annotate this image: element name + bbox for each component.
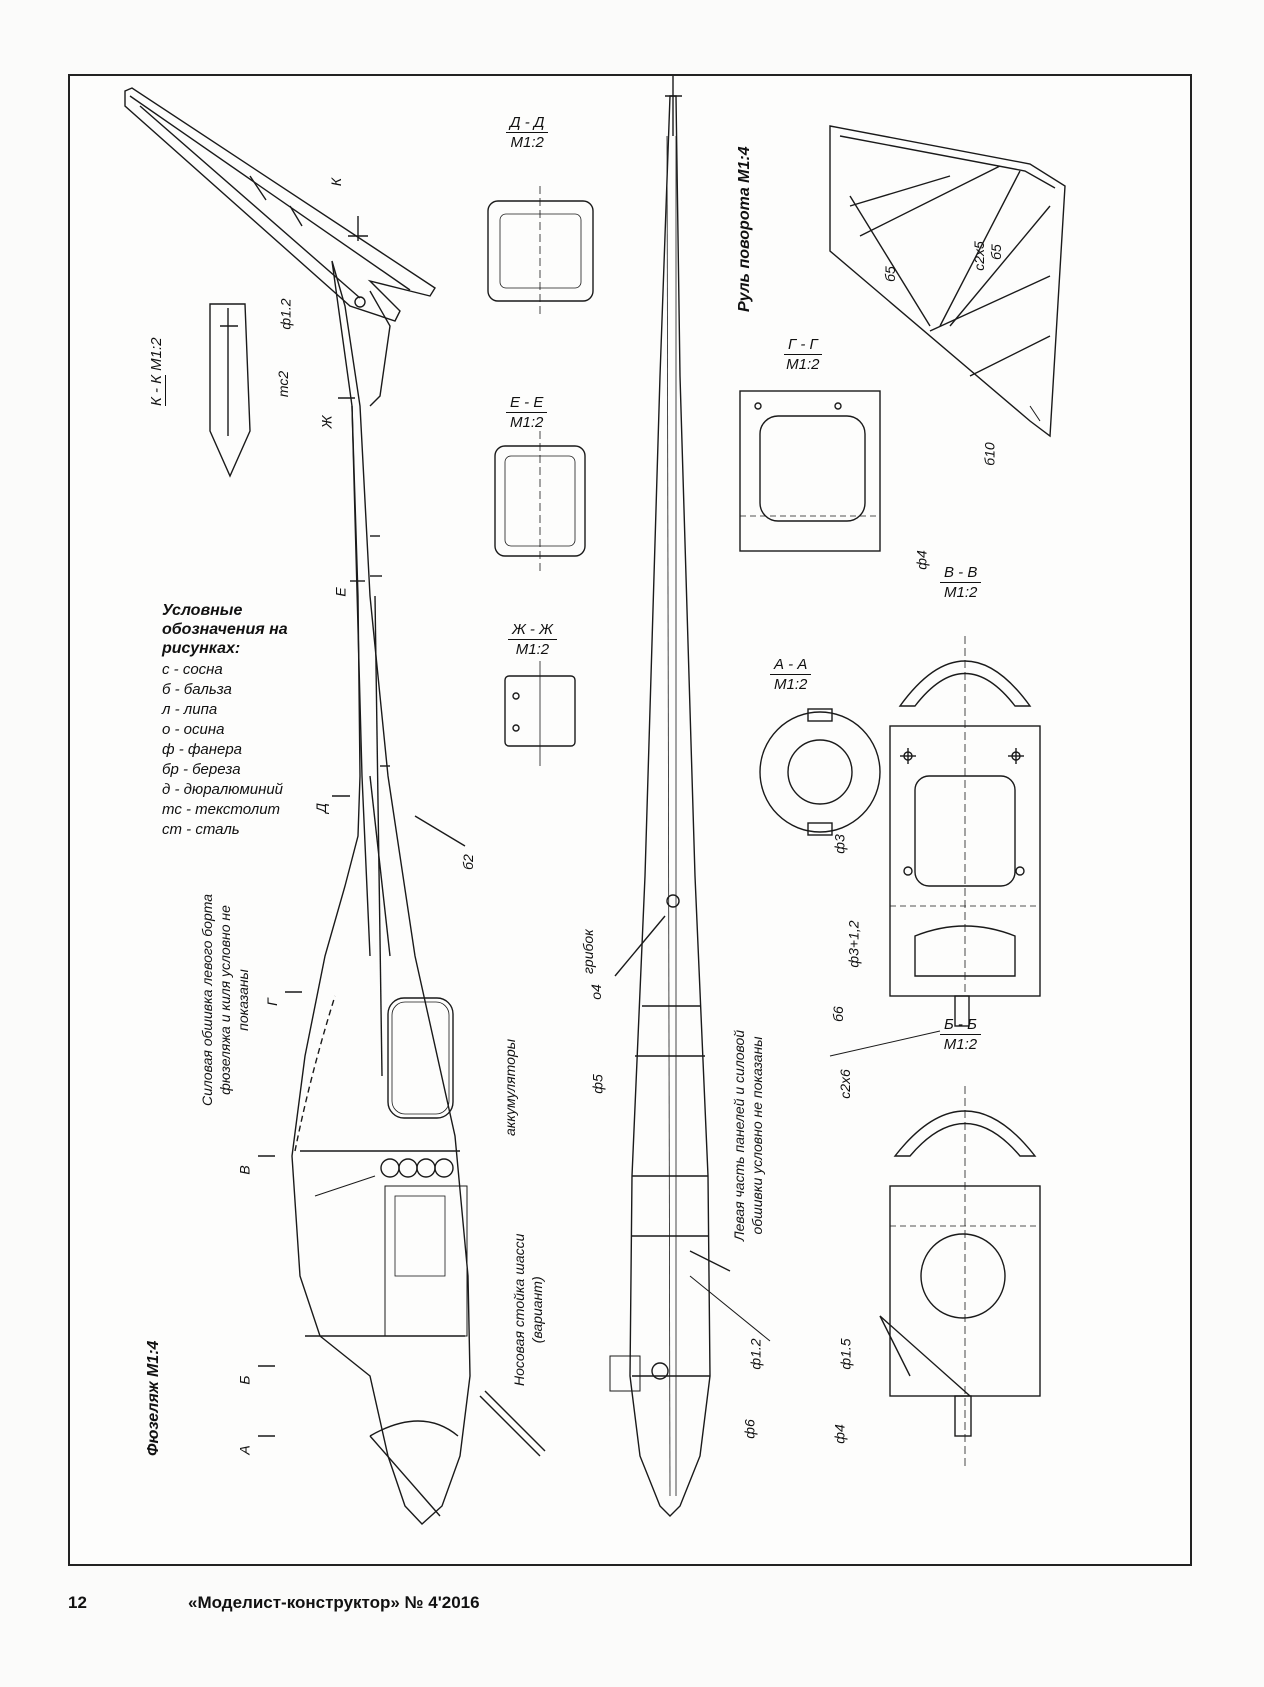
material-label: ф3 [831, 834, 848, 854]
section-bb-view [879, 1086, 1041, 1466]
legend-item: б - бальза [162, 681, 232, 698]
section-name: Г - Г [784, 336, 822, 355]
section-label-zhzh: Ж - Ж М1:2 [508, 621, 557, 658]
cut-label-d: Д [312, 803, 329, 813]
cut-label-g: Г [263, 998, 280, 1006]
section-name: Д - Д [506, 114, 549, 133]
panel-note: Левая часть панелей и силовой обшивки ус… [730, 1030, 766, 1241]
legend-item: тс - текстолит [162, 801, 281, 818]
cut-label-v: В [236, 1165, 253, 1175]
cut-label-k: К [328, 177, 345, 187]
section-vv-view [889, 636, 1041, 1027]
drawing-frame: Условные обозначения на рисунках: с - со… [68, 74, 1192, 1566]
section-scale: М1:2 [943, 1036, 978, 1053]
material-label: ф1.5 [837, 1338, 854, 1370]
skin-note-line: показаны [235, 969, 251, 1031]
material-label: б10 [981, 442, 998, 466]
material-label: с2х5 [970, 241, 987, 271]
legend-title: Условные обозначения на рисунках: [162, 602, 288, 657]
skin-note: Силовая обшивка левого борта фюзеляжа и … [198, 894, 252, 1106]
section-name: Е - Е [506, 394, 548, 413]
legend-item: ст - сталь [162, 821, 240, 838]
skin-note-line: Силовая обшивка левого борта [199, 893, 215, 1106]
material-label: ф6 [741, 1419, 758, 1439]
fuselage-side-view [124, 87, 546, 1525]
rudder-view [829, 125, 1066, 438]
mushroom-label: грибок [580, 929, 596, 974]
section-name: Б - Б [940, 1016, 981, 1035]
leader-lines [314, 405, 1041, 1342]
panel-note-line: Левая часть панелей и силовой [731, 1029, 747, 1241]
material-label: ф1.2 [277, 298, 294, 330]
section-name: А - А [770, 656, 812, 675]
section-scale: М1:2 [943, 584, 978, 601]
section-views-left [487, 186, 594, 766]
nose-gear-line: (вариант) [529, 1276, 545, 1344]
material-label: ф4 [831, 1424, 848, 1444]
legend: Условные обозначения на рисунках: с - со… [162, 601, 322, 840]
section-scale: М1:2 [148, 337, 165, 371]
section-scale: М1:2 [786, 356, 820, 373]
section-name: К - К [148, 374, 166, 406]
batteries-label: аккумуляторы [502, 1038, 518, 1136]
section-scale: М1:2 [515, 641, 550, 658]
fuselage-title: Фюзеляж М1:4 [145, 1340, 162, 1456]
material-label: ф1.2 [747, 1338, 764, 1370]
material-label: ф5 [589, 1074, 606, 1094]
nose-gear-note: Носовая стойка шасси (вариант) [510, 1234, 546, 1386]
material-label: б6 [829, 1006, 846, 1022]
material-label: с2х6 [836, 1069, 853, 1099]
material-label: б5 [881, 266, 898, 282]
section-label-dd: Д - Д М1:2 [506, 114, 549, 151]
section-label-gg: Г - Г М1:2 [784, 336, 822, 373]
rudder-title: Руль поворота М1:4 [736, 146, 753, 312]
cut-label-b: Б [236, 1375, 253, 1385]
page-number: 12 [68, 1593, 87, 1612]
material-label: ф3+1,2 [845, 920, 862, 968]
material-label: ф4 [913, 550, 930, 570]
section-label-kk: К - К М1:2 [148, 337, 166, 406]
fuselage-top-view [609, 76, 731, 1517]
legend-item: с - сосна [162, 661, 223, 678]
section-scale: М1:2 [510, 134, 544, 151]
legend-item: бр - береза [162, 761, 241, 778]
technical-drawing [124, 76, 1066, 1525]
panel-note-line: обшивки условно не показаны [749, 1036, 765, 1235]
nose-gear-line: Носовая стойка шасси [511, 1233, 527, 1386]
section-label-ee: Е - Е М1:2 [506, 394, 548, 431]
section-aa-view [759, 708, 881, 836]
cut-label-e: Е [332, 587, 349, 597]
cut-label-a: А [236, 1445, 253, 1455]
material-label: тс2 [275, 370, 292, 398]
legend-item: ф - фанера [162, 741, 243, 758]
section-scale: М1:2 [773, 676, 808, 693]
material-label: б5 [987, 244, 1004, 260]
section-label-aa: А - А М1:2 [770, 656, 812, 693]
section-gg-view [739, 390, 881, 552]
legend-item: д - дюралюминий [162, 781, 284, 798]
section-label-bb: Б - Б М1:2 [940, 1016, 981, 1053]
section-scale: М1:2 [509, 414, 544, 431]
legend-item: л - липа [162, 701, 218, 718]
magazine-title: «Моделист-конструктор» № 4'2016 [188, 1593, 480, 1612]
section-name: Ж - Ж [508, 621, 557, 640]
section-label-vv: В - В М1:2 [940, 564, 982, 601]
material-label: б2 [459, 854, 476, 870]
skin-note-line: фюзеляжа и киля условно не [217, 905, 233, 1095]
cut-label-zh: Ж [318, 415, 335, 429]
section-name: В - В [940, 564, 982, 583]
material-label: о4 [587, 984, 604, 1000]
legend-item: о - осина [162, 721, 225, 738]
